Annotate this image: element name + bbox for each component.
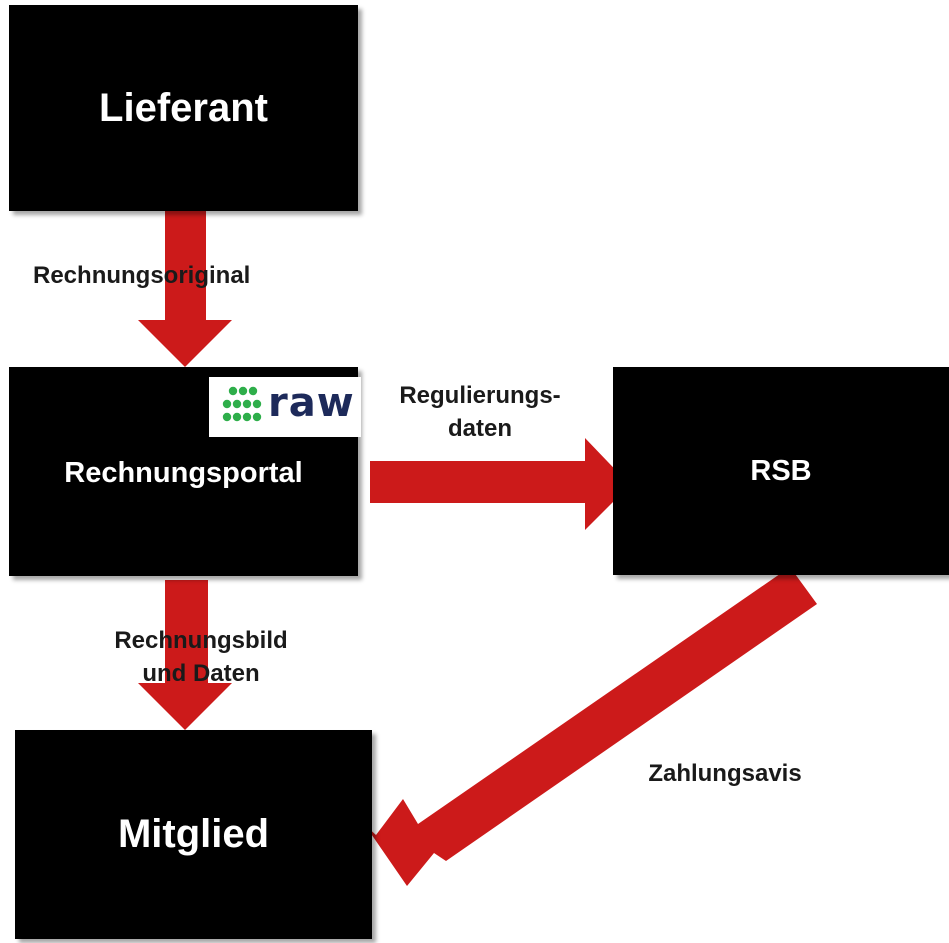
node-rsb: RSB: [613, 367, 949, 575]
node-mitglied: Mitglied: [15, 730, 372, 939]
node-rsb-label: RSB: [750, 454, 812, 487]
raw-logo-dots-icon: [222, 386, 262, 422]
edge-label-rechnungsbild-line2: und Daten: [142, 660, 260, 687]
arrow-lieferant-to-portal: [138, 211, 232, 367]
edge-label-regulierungsdaten-line2: daten: [447, 415, 512, 442]
arrow-rsb-to-mitglied: [365, 567, 817, 886]
raw-logo: raw: [209, 377, 361, 437]
edge-label-regulierungsdaten: Regulierungs- daten: [360, 379, 600, 445]
edge-label-zahlungsavis: Zahlungsavis: [648, 760, 802, 787]
node-lieferant-label: Lieferant: [99, 85, 268, 130]
raw-logo-text: raw: [268, 380, 355, 426]
node-mitglied-label: Mitglied: [117, 812, 270, 856]
arrow-portal-to-mitglied: [138, 580, 232, 730]
node-rechnungsportal-label: Rechnungsportal: [64, 457, 303, 489]
node-rechnungsportal: raw Rechnungsportal: [9, 367, 361, 576]
edge-label-regulierungsdaten-line1: Regulierungs-: [399, 382, 561, 409]
edge-label-rechnungsoriginal: Rechnungsoriginal: [33, 262, 251, 289]
node-lieferant: Lieferant: [9, 5, 358, 211]
arrow-portal-to-rsb: [370, 438, 630, 530]
edge-label-rechnungsbild-line1: Rechnungsbild: [114, 627, 288, 654]
edge-label-rechnungsbild: Rechnungsbild und Daten: [70, 624, 332, 690]
